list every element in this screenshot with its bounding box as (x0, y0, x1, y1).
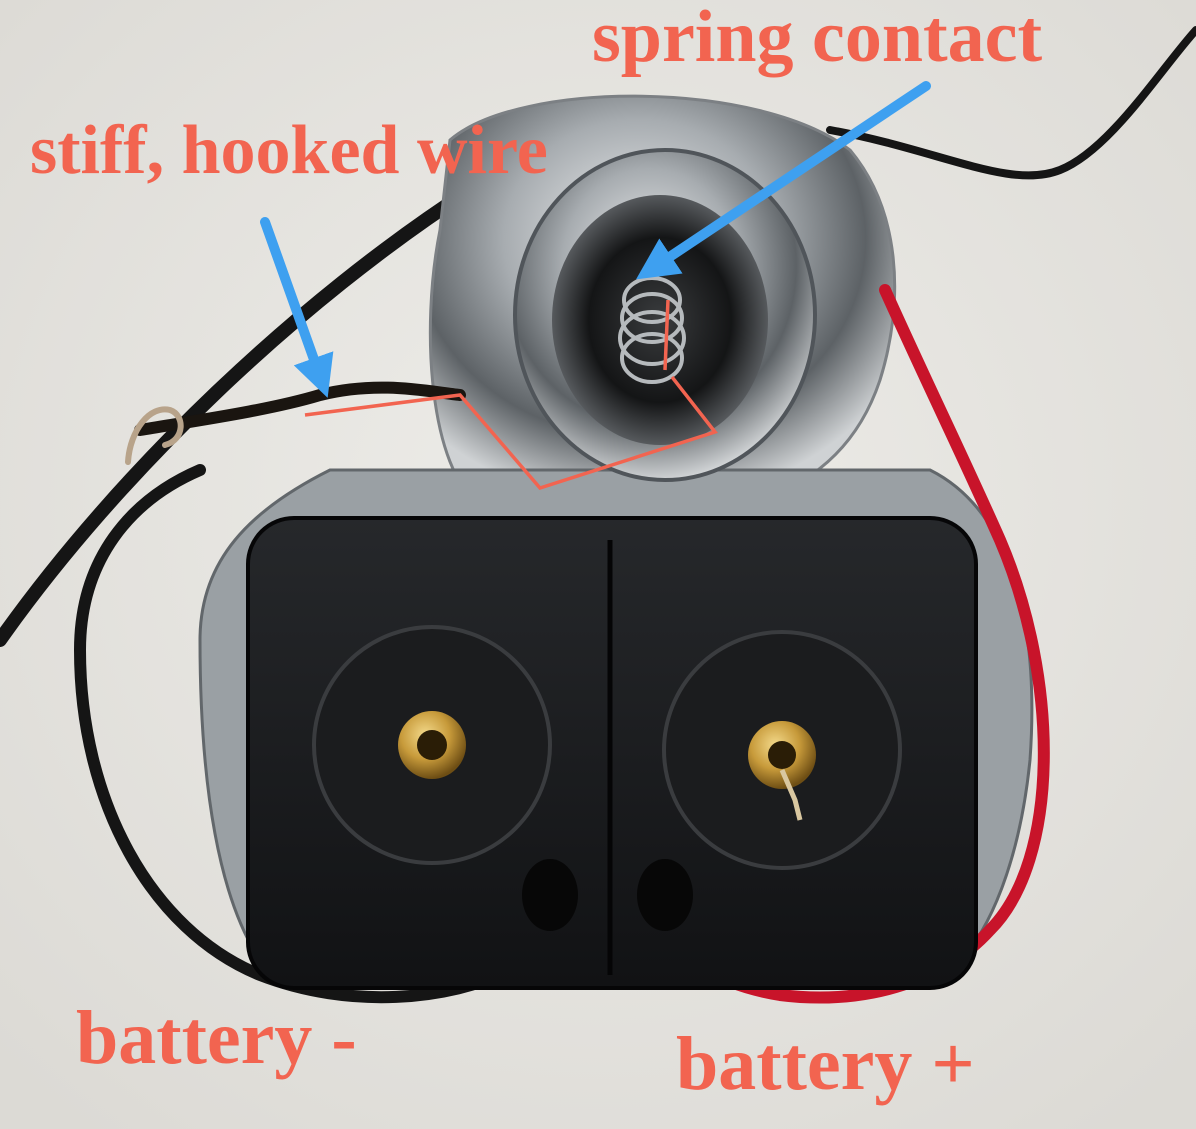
battery-positive-label: battery + (676, 1022, 975, 1106)
wire-trace-line-spring (663, 299, 670, 371)
arrow-icon (260, 217, 334, 398)
top-right-black-wire (826, 26, 1196, 180)
arrow-icon (636, 81, 931, 280)
stiff-hooked-wire-label: stiff, hooked wire (30, 112, 548, 189)
wire-trace-line (304, 375, 718, 491)
spring-coil (618, 276, 686, 384)
spring-contact-label: spring contact (592, 0, 1043, 78)
negative-eyelet-hole (417, 730, 447, 760)
positive-eyelet-hole (768, 741, 796, 769)
positive-eyelet-solder-tail (779, 769, 803, 821)
stiff-wire-bare-tip (125, 406, 184, 465)
background-black-wire (0, 183, 477, 647)
battery-negative-label: battery - (76, 996, 357, 1080)
positive-wire-hole (637, 859, 693, 931)
negative-wire-hole (522, 859, 578, 931)
